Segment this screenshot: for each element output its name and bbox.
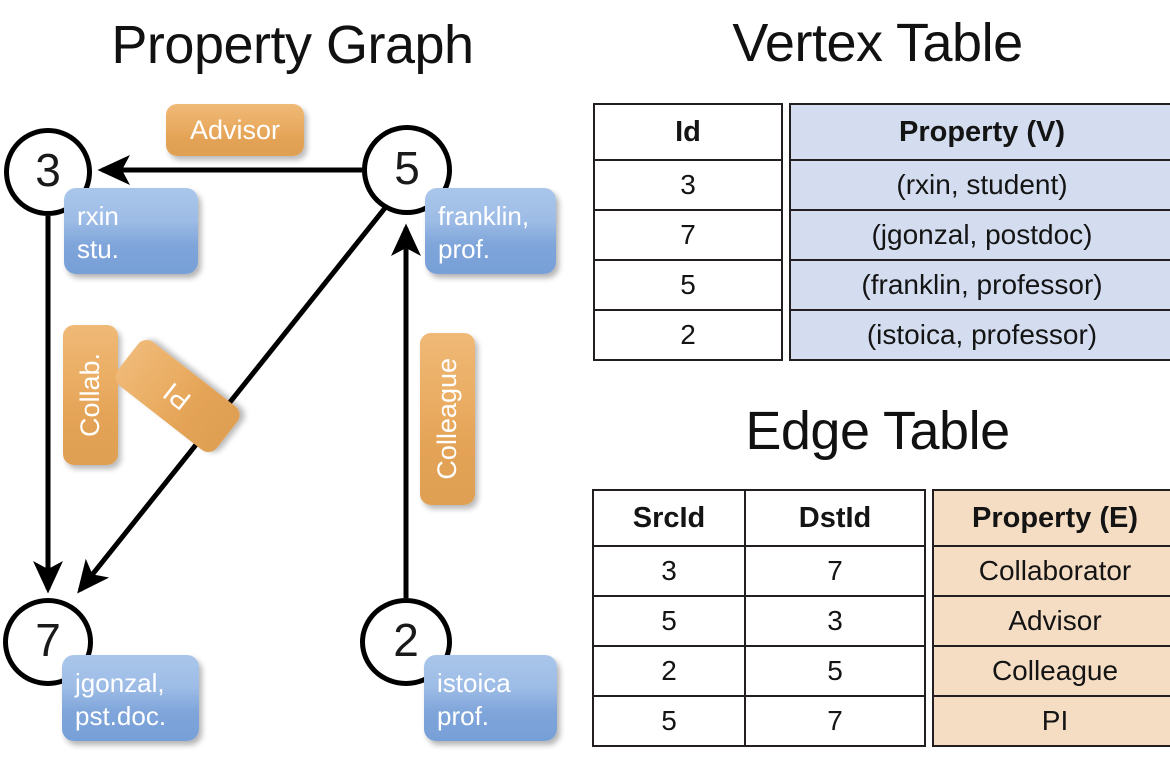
node-property-franklin-line1: franklin, [438,201,530,231]
property-graph-diagram: Advisor Collab. PI Colleague 3 5 7 2 rxi… [3,104,557,741]
vertex-table-column-gap [782,260,790,310]
edge-cell-property: Advisor [932,595,1170,647]
edge-cell-dstid: 5 [744,645,926,697]
edge-table-header-dstid: DstId [744,489,926,547]
page-title-property-graph: Property Graph [111,15,474,75]
vertex-cell-property: (rxin, student) [789,159,1170,211]
node-property-box-franklin: franklin, prof. [425,188,556,274]
edge-label-pi-text: PI [157,376,197,417]
table-row: 3 7 Collaborator [592,545,1170,597]
vertex-cell-id: 2 [593,309,783,361]
graph-node-2[interactable]: 2 [360,598,452,686]
table-row: 3 (rxin, student) [593,159,1170,211]
page-title-edge-table: Edge Table [745,401,1010,461]
edge-cell-property: Colleague [932,645,1170,697]
vertex-table-column-gap [782,104,790,160]
graph-node-7-id: 7 [35,614,61,666]
edge-cell-srcid: 3 [592,545,746,597]
table-row: 5 3 Advisor [592,595,1170,647]
vertex-cell-id: 3 [593,159,783,211]
edge-table-column-gap [925,596,933,646]
graph-node-5[interactable]: 5 [362,125,452,215]
vertex-table-header-property: Property (V) [789,103,1170,161]
vertex-table-column-gap [782,310,790,360]
edge-cell-dstid: 7 [744,545,926,597]
table-row: 2 (istoica, professor) [593,309,1170,361]
edge-label-collab-text: Collab. [75,352,105,438]
edge-5-to-7 [77,206,387,594]
edge-label-advisor: Advisor [166,104,304,156]
node-property-franklin-line2: prof. [438,234,491,264]
edge-table-column-gap [925,490,933,546]
edge-cell-property: PI [932,695,1170,747]
edge-table-column-gap [925,696,933,746]
node-property-istoica-line2: prof. [437,701,490,731]
graph-node-2-id: 2 [393,614,419,666]
page-title-vertex-table: Vertex Table [732,13,1023,73]
node-property-box-istoica: istoica prof. [424,655,557,741]
vertex-table-header-id: Id [593,103,783,161]
edge-label-colleague: Colleague [420,333,475,505]
table-row: 7 (jgonzal, postdoc) [593,209,1170,261]
vertex-table: Id Property (V) 3 (rxin, student) 7 (jgo… [593,103,1170,361]
table-row: 2 5 Colleague [592,645,1170,697]
node-property-istoica-line1: istoica [437,668,511,698]
node-property-box-jgonzal: jgonzal, pst.doc. [62,655,199,741]
edge-table-header-row: SrcId DstId Property (E) [592,489,1170,547]
node-property-rxin-line1: rxin [77,201,119,231]
node-property-rxin-line2: stu. [77,234,119,264]
vertex-table-header-row: Id Property (V) [593,103,1170,161]
vertex-cell-id: 5 [593,259,783,311]
graph-edge-lines [33,155,421,598]
table-row: 5 7 PI [592,695,1170,747]
edge-table-column-gap [925,646,933,696]
edge-table-header-srcid: SrcId [592,489,746,547]
vertex-cell-property: (franklin, professor) [789,259,1170,311]
edge-table-column-gap [925,546,933,596]
graph-node-5-id: 5 [394,142,420,194]
edge-cell-srcid: 2 [592,645,746,697]
node-property-jgonzal-line2: pst.doc. [75,701,167,731]
vertex-cell-property: (jgonzal, postdoc) [789,209,1170,261]
edge-table-header-property: Property (E) [932,489,1170,547]
vertex-table-column-gap [782,210,790,260]
vertex-table-column-gap [782,160,790,210]
edge-label-collab: Collab. [63,325,118,465]
edge-cell-dstid: 7 [744,695,926,747]
edge-cell-property: Collaborator [932,545,1170,597]
vertex-cell-property: (istoica, professor) [789,309,1170,361]
edge-cell-srcid: 5 [592,595,746,647]
table-row: 5 (franklin, professor) [593,259,1170,311]
edge-cell-dstid: 3 [744,595,926,647]
node-property-box-rxin: rxin stu. [64,188,198,274]
node-property-jgonzal-line1: jgonzal, [75,668,165,698]
edge-cell-srcid: 5 [592,695,746,747]
graph-node-3-id: 3 [35,144,61,196]
edge-label-colleague-text: Colleague [432,358,462,480]
vertex-cell-id: 7 [593,209,783,261]
edge-table: SrcId DstId Property (E) 3 7 Collaborato… [592,489,1170,747]
edge-label-advisor-text: Advisor [189,114,281,145]
